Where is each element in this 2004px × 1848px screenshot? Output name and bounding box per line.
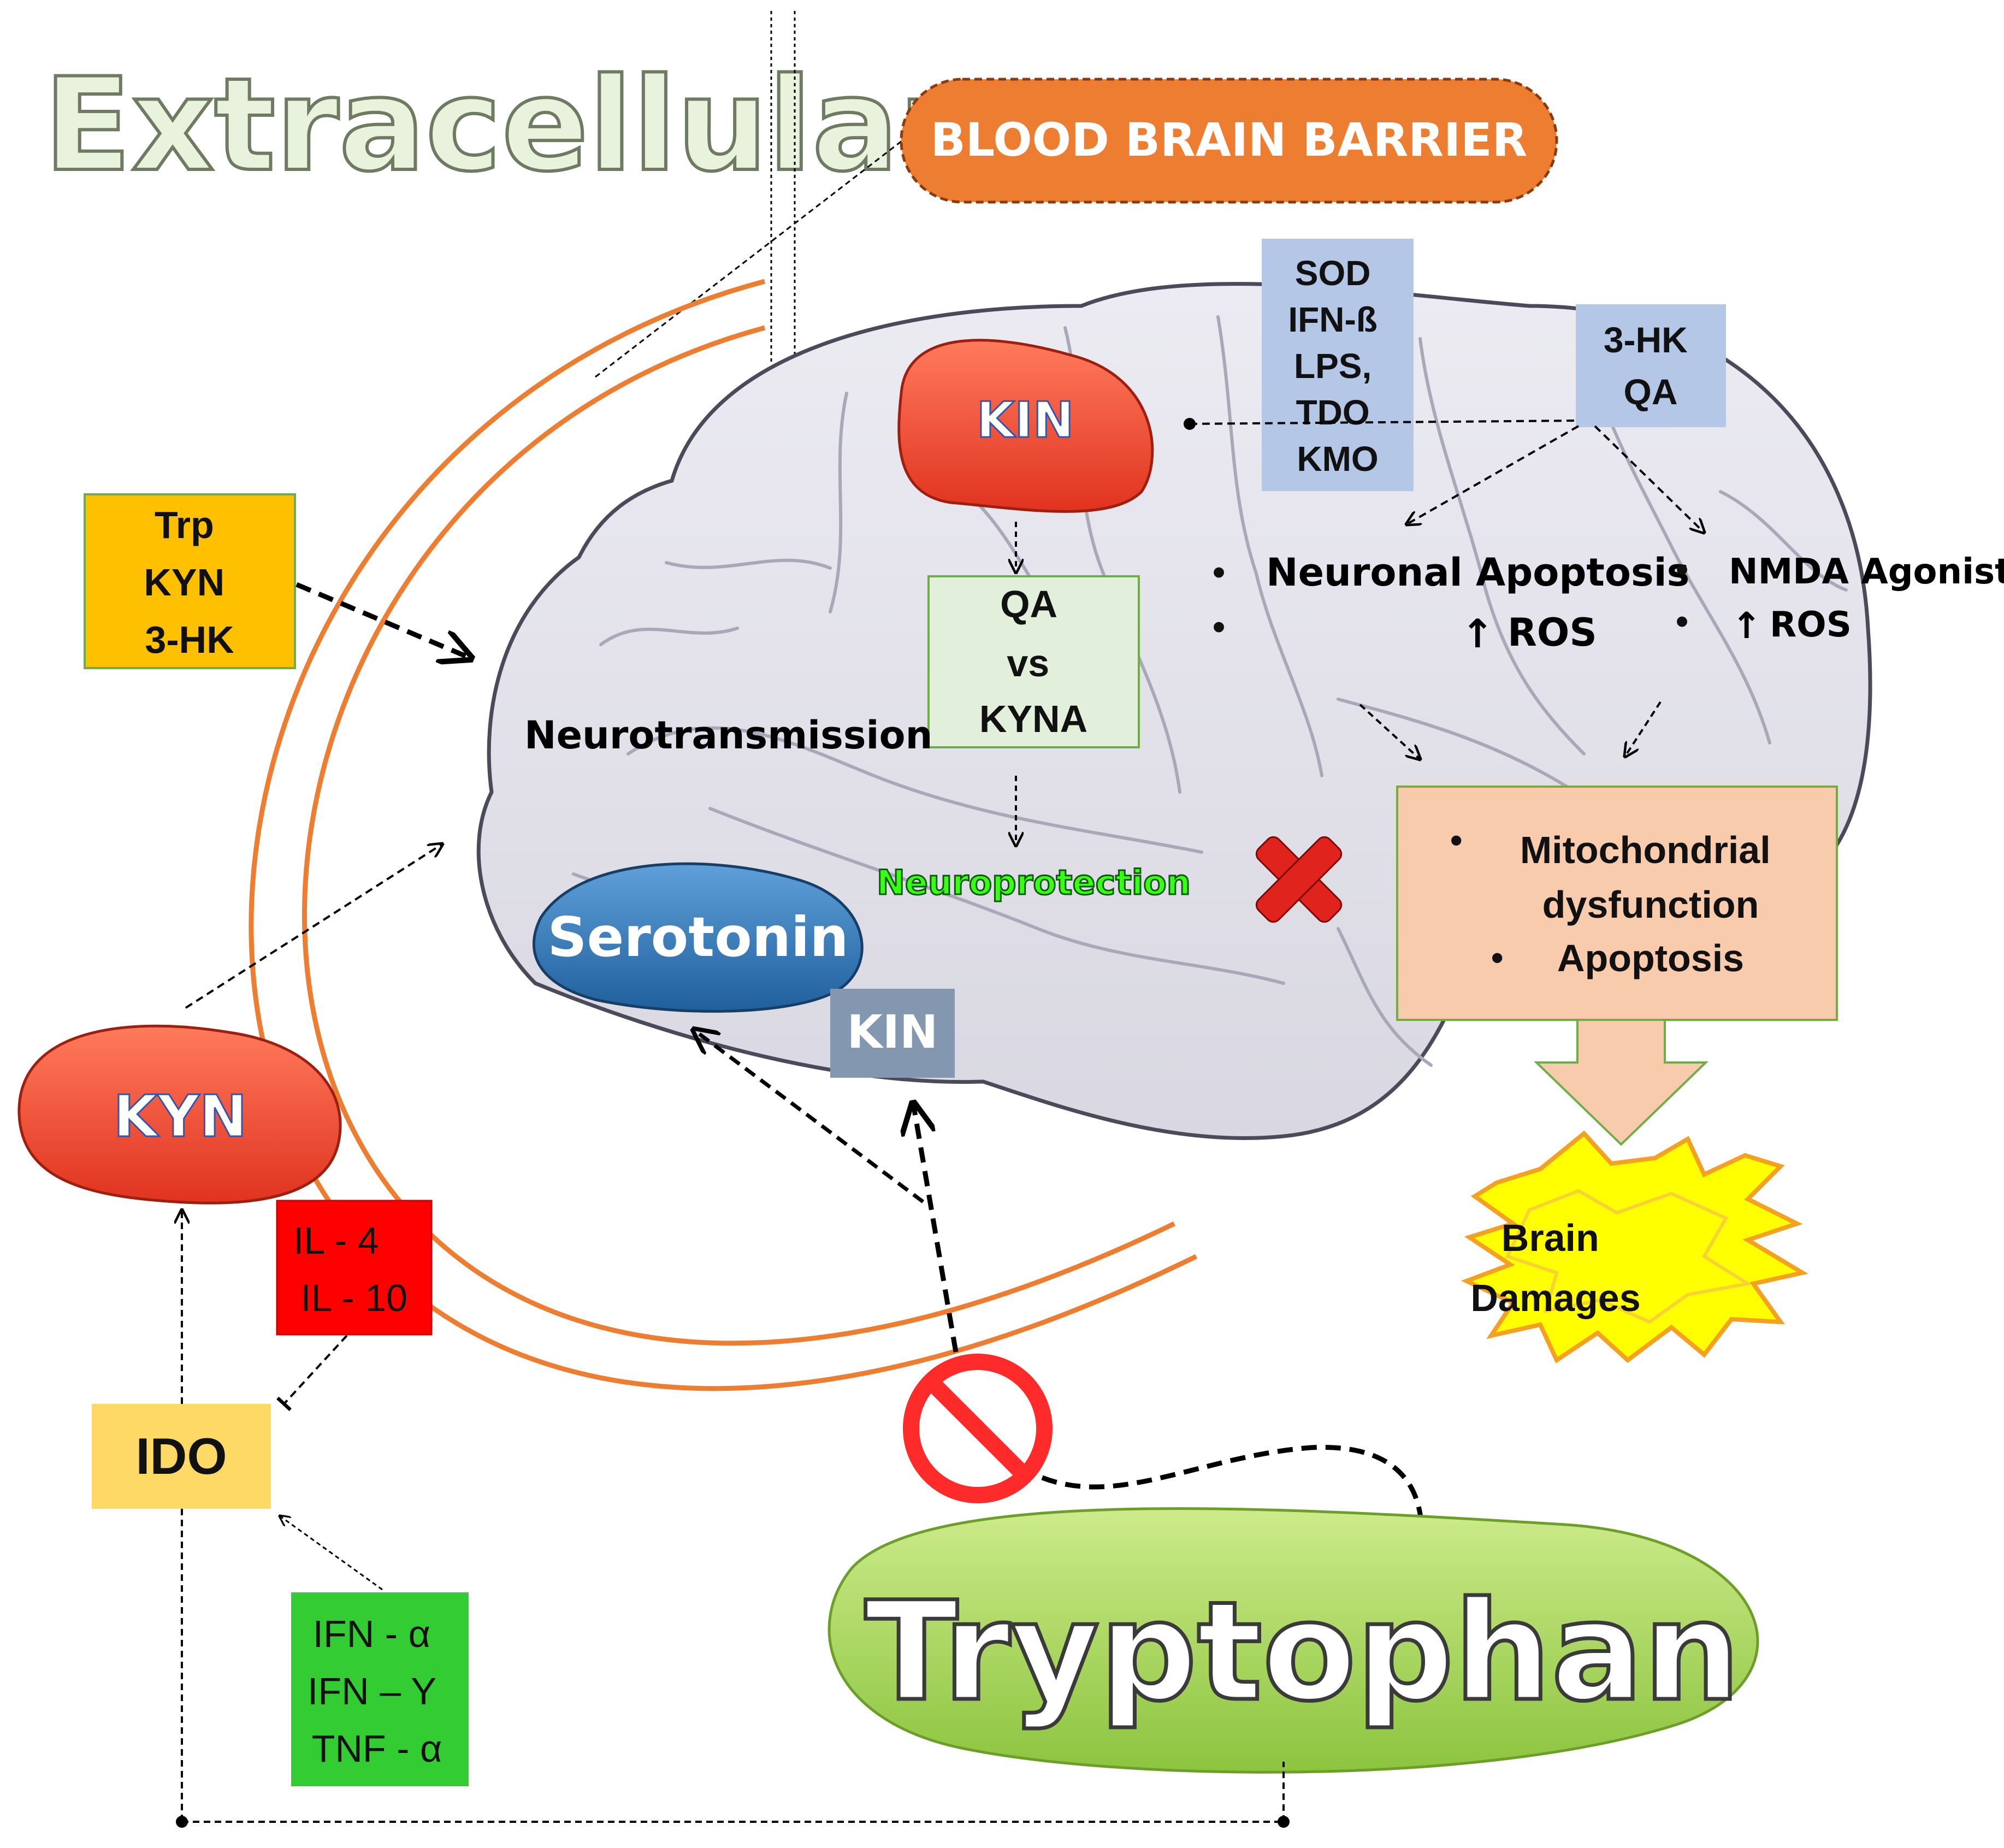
ifn-cytokine-box: IFN - α IFN – Y TNF - α <box>291 1592 469 1786</box>
mito-line-1: Mitochondrial <box>1520 829 1771 871</box>
svg-text:Mitochondrial dysfunctio: Mitochondrial dysfunction <box>1520 829 1781 926</box>
blocked-no-symbol-icon <box>903 1354 1053 1503</box>
ido-box: IDO <box>92 1404 271 1509</box>
arrow-trp-into-brain <box>295 582 471 658</box>
bullet-neuronal: • <box>1213 552 1225 592</box>
brain-damages-burst: Brain Damages <box>1461 1130 1808 1363</box>
mito-line-3: Apoptosis <box>1557 937 1744 979</box>
loop-dot-left <box>176 1816 188 1828</box>
bullet-apoptosis: • <box>1491 938 1503 977</box>
svg-text:Brain Damages: Brain Damages <box>1470 1217 1640 1319</box>
neurotransmission-label: Neurotransmission <box>524 713 932 758</box>
neuroprotection-label: Neuroprotection <box>877 863 1191 902</box>
damage-line-1: Brain <box>1501 1217 1599 1259</box>
sod-line-5: KMO <box>1297 439 1378 479</box>
svg-text:IL - 4 IL - 10: IL - 4 IL - 10 <box>293 1219 407 1319</box>
svg-text:Trp KYN 3-HK: Trp KYN 3-HK <box>144 504 235 661</box>
arrow-to-mito-1 <box>1359 704 1420 759</box>
mito-line-2: dysfunction <box>1542 883 1759 926</box>
trp-line-1: Trp <box>155 504 214 546</box>
qa-vs-kyna-box: QA vs KYNA <box>927 575 1140 748</box>
down-arrow-to-damage <box>1534 1019 1709 1146</box>
kin-small-box: KIN <box>830 989 955 1078</box>
ifn-line-2: IFN – Y <box>308 1670 436 1713</box>
kyn-label: KYN <box>113 1083 247 1150</box>
bbb-label-pill: BLOOD BRAIN BARRIER <box>900 78 1558 204</box>
ido-label: IDO <box>135 1427 227 1485</box>
qa-line-3: KYNA <box>979 698 1087 740</box>
sod-line-2: IFN-ß <box>1288 300 1378 339</box>
sod-factors-box: SOD IFN-ß LPS, TDO KMO <box>1262 239 1414 491</box>
damage-line-2: Damages <box>1470 1277 1640 1319</box>
arrow-to-neuronal-apoptosis <box>1406 425 1579 524</box>
trp-kyn-box: Trp KYN 3-HK <box>84 493 296 669</box>
bullet-ros-1: • <box>1213 606 1225 647</box>
sod-line-4: TDO <box>1296 393 1370 432</box>
up-arrow-ros-1: ↑ <box>1461 611 1494 657</box>
bbb-label-text: BLOOD BRAIN BARRIER <box>931 113 1528 167</box>
blocked-x-icon <box>1255 836 1343 923</box>
sod-line-1: SOD <box>1295 253 1371 293</box>
qa-line-1: QA <box>1000 583 1056 625</box>
ifn-line-1: IFN - α <box>313 1613 430 1655</box>
arrow-trp-to-kin <box>913 1103 959 1353</box>
kin-blob-brain: KIN <box>897 339 1154 513</box>
connector-line-top <box>1189 420 1576 425</box>
title-extracellular: Extracellular <box>44 51 962 200</box>
loop-dot-right <box>1278 1816 1290 1828</box>
trp-line-2: KYN <box>144 561 224 604</box>
qa-line-2: vs <box>1007 642 1049 684</box>
neuronal-apoptosis-label: Neuronal Apoptosis <box>1266 550 1689 595</box>
il-line-1: IL - 4 <box>293 1219 379 1262</box>
tryptophan-label: Tryptophan <box>865 1572 1740 1731</box>
arrow-to-nmda <box>1594 425 1704 533</box>
mito-dysfunction-box: • Mitochondrial dysfunction • Apoptosis <box>1396 786 1838 1021</box>
serotonin-blob: Serotonin <box>533 862 864 1013</box>
kyn-blob: KYN <box>17 1024 342 1205</box>
svg-text:QA vs KYNA: QA vs KYNA <box>979 583 1087 740</box>
arrow-kyn-into-brain <box>185 844 442 1009</box>
inhibit-il-to-ido <box>276 1335 348 1412</box>
svg-text:IFN - α IFN – Y TN: IFN - α IFN – Y TNF - α <box>308 1613 446 1770</box>
hk-qa-line-2: QA <box>1624 371 1678 412</box>
serotonin-label: Serotonin <box>547 905 848 969</box>
barrier-arc-inner <box>302 325 1175 1346</box>
sod-line-3: LPS, <box>1294 346 1372 386</box>
il-cytokine-box: IL - 4 IL - 10 <box>276 1200 433 1336</box>
ifn-line-3: TNF - α <box>312 1727 442 1770</box>
kin-small-label: KIN <box>847 1005 938 1059</box>
trp-line-3: 3-HK <box>145 618 234 661</box>
bullet-nmda: • <box>1676 549 1688 589</box>
arrow-ifn-to-ido <box>280 1516 383 1591</box>
nmda-agonist-label: NMDA Agonist <box>1729 552 2004 592</box>
hk-qa-box: 3-HK QA <box>1576 304 1726 427</box>
kin-brain-label: KIN <box>977 392 1074 449</box>
svg-text:SOD IFN-ß LPS,: SOD IFN-ß LPS, TDO KMO <box>1288 253 1387 479</box>
il-line-2: IL - 10 <box>300 1277 407 1319</box>
hk-qa-line-1: 3-HK <box>1604 320 1688 360</box>
up-arrow-ros-2: ↑ <box>1731 605 1761 647</box>
arrow-to-serotonin <box>694 1030 925 1203</box>
bullet-mito: • <box>1450 820 1462 860</box>
ros-label-1: ROS <box>1508 610 1597 655</box>
tryptophan-to-bbb-line <box>1041 1445 1424 1552</box>
svg-text:3-HK QA: 3-HK QA <box>1604 320 1698 412</box>
bullet-ros-2: • <box>1676 601 1688 641</box>
tryptophan-blob: Tryptophan <box>827 1507 1759 1774</box>
ros-label-2: ROS <box>1770 605 1852 645</box>
